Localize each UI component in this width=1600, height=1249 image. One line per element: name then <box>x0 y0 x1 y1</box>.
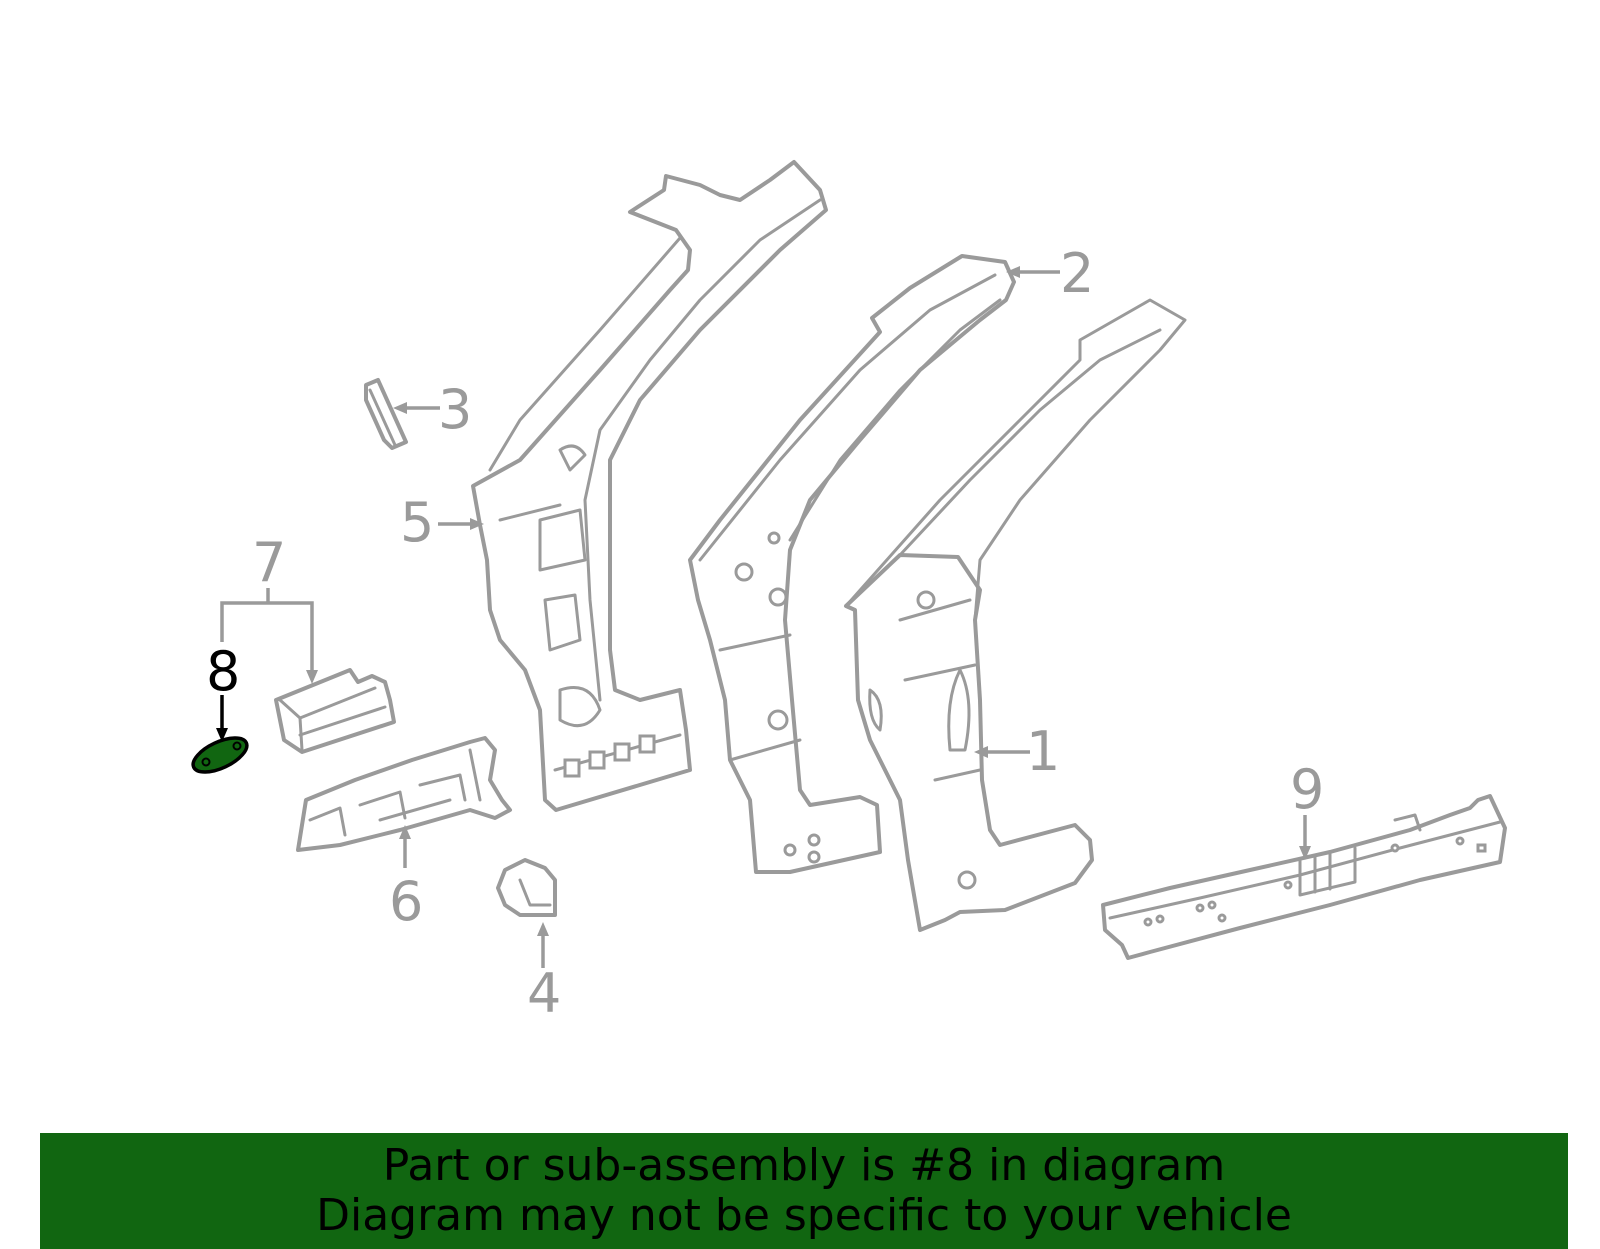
part-1-center-pillar-outer[interactable] <box>844 298 1187 932</box>
callout-9: 9 <box>1290 758 1324 821</box>
callout-5: 5 <box>400 491 434 554</box>
part-2-center-pillar[interactable] <box>688 254 1016 874</box>
callout-leaders <box>216 266 1311 968</box>
banner-line-part-info: Part or sub-assembly is #8 in diagram <box>382 1140 1226 1191</box>
banner-line-disclaimer: Diagram may not be specific to your vehi… <box>316 1190 1292 1241</box>
callout-7: 7 <box>252 531 286 594</box>
callout-4: 4 <box>527 962 561 1025</box>
callout-6: 6 <box>389 870 423 933</box>
callout-1: 1 <box>1026 720 1060 783</box>
part-6-rocker-reinforcement[interactable] <box>296 736 512 852</box>
part-3-bracket[interactable] <box>364 378 408 450</box>
part-5-front-pillar[interactable] <box>471 160 828 812</box>
part-9-rocker-panel[interactable] <box>1101 794 1507 960</box>
info-banner: Part or sub-assembly is #8 in diagram Di… <box>40 1133 1568 1249</box>
part-4-gusset[interactable] <box>496 858 557 917</box>
part-7-reinforcement[interactable] <box>274 668 396 754</box>
callout-8: 8 <box>206 640 240 703</box>
callout-2: 2 <box>1060 242 1094 305</box>
part-8-plug[interactable] <box>188 731 252 779</box>
callout-labels: 1 2 3 4 5 6 7 8 9 <box>206 242 1324 1025</box>
callout-3: 3 <box>438 378 472 441</box>
